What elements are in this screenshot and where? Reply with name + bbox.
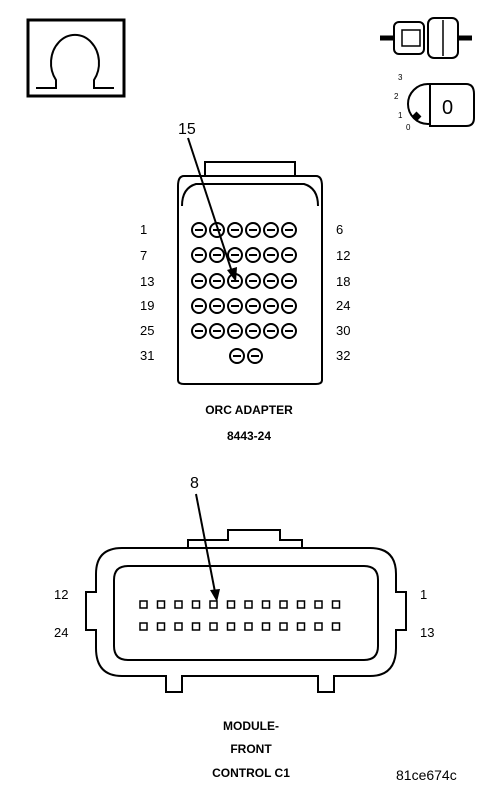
disconnect-connector-icon <box>380 17 472 59</box>
orc-row-label-right: 12 <box>336 248 350 263</box>
module-pin <box>331 600 341 609</box>
orc-row-label-right: 6 <box>336 222 343 237</box>
module-pin <box>261 600 271 609</box>
module-pin <box>156 600 166 609</box>
module-pin <box>139 622 148 631</box>
orc-pin <box>227 247 243 263</box>
orc-pin <box>245 323 261 339</box>
orc-adapter-connector <box>177 161 323 385</box>
module-pin <box>296 622 306 631</box>
orc-pin <box>281 247 297 263</box>
svg-text:3: 3 <box>398 73 403 82</box>
module-pin <box>191 622 201 631</box>
orc-adapter-name: ORC ADAPTER <box>205 403 293 417</box>
module-pin <box>261 622 271 631</box>
module-pin-grid <box>139 600 341 631</box>
orc-pin <box>245 222 261 238</box>
orc-pin <box>247 348 263 364</box>
orc-pin <box>245 273 261 289</box>
orc-pin-grid <box>191 222 297 364</box>
module-callout-arrowhead <box>210 589 220 602</box>
orc-callout-arrowhead <box>227 267 237 282</box>
orc-pin <box>263 273 279 289</box>
orc-pin <box>281 298 297 314</box>
module-pin <box>209 622 218 631</box>
module-row-label-right: 13 <box>420 625 434 640</box>
orc-pin <box>191 247 207 263</box>
orc-callout-line <box>187 137 233 273</box>
orc-row-label-right: 24 <box>336 298 350 313</box>
ohmmeter-icon <box>26 18 126 98</box>
module-pin <box>156 622 166 631</box>
module-pin <box>174 622 183 631</box>
orc-row-label-left: 7 <box>140 248 147 263</box>
module-row-label-left: 12 <box>54 587 68 602</box>
svg-text:0: 0 <box>406 123 411 132</box>
orc-row-label-left: 13 <box>140 274 154 289</box>
module-pin <box>226 622 236 631</box>
orc-pin <box>281 323 297 339</box>
orc-pin <box>263 222 279 238</box>
orc-pin <box>191 222 207 238</box>
module-row-label-left: 24 <box>54 625 68 640</box>
orc-pin <box>209 247 225 263</box>
module-pin <box>209 600 218 609</box>
orc-pin <box>209 298 225 314</box>
orc-row-label-right: 18 <box>336 274 350 289</box>
module-name-line3: CONTROL C1 <box>212 766 290 780</box>
module-name-line1: MODULE- <box>223 719 279 733</box>
orc-callout-pin: 15 <box>178 121 196 138</box>
orc-pin <box>209 222 225 238</box>
orc-pin <box>263 298 279 314</box>
orc-pin <box>263 323 279 339</box>
svg-text:0: 0 <box>442 97 453 119</box>
orc-pin <box>209 323 225 339</box>
module-pin <box>279 622 288 631</box>
module-callout-line <box>195 493 216 593</box>
orc-pin <box>245 298 261 314</box>
ignition-key-icon: 3 2 1 0 0 <box>394 73 475 132</box>
module-name-line2: FRONT <box>230 742 272 756</box>
orc-row-label-left: 19 <box>140 298 154 313</box>
orc-pin <box>263 247 279 263</box>
module-pin <box>139 600 148 609</box>
module-pin <box>279 600 288 609</box>
orc-pin <box>209 273 225 289</box>
orc-row-label-left: 25 <box>140 323 154 338</box>
module-callout-pin: 8 <box>190 475 199 492</box>
module-pin <box>314 622 323 631</box>
orc-pin <box>281 273 297 289</box>
figure-id: 81ce674c <box>396 767 457 783</box>
orc-adapter-part-number: 8443-24 <box>227 429 271 443</box>
module-connector <box>85 529 407 693</box>
orc-row-label-right: 32 <box>336 348 350 363</box>
orc-pin <box>191 298 207 314</box>
module-pin <box>226 600 236 609</box>
svg-text:1: 1 <box>398 111 403 120</box>
orc-pin <box>229 348 245 364</box>
orc-pin <box>227 222 243 238</box>
module-pin <box>314 600 323 609</box>
module-pin <box>331 622 341 631</box>
orc-row-label-left: 31 <box>140 348 154 363</box>
orc-pin <box>191 273 207 289</box>
orc-pin <box>191 323 207 339</box>
orc-pin <box>227 298 243 314</box>
orc-row-label-right: 30 <box>336 323 350 338</box>
module-row-label-right: 1 <box>420 587 427 602</box>
module-pin <box>296 600 306 609</box>
orc-pin <box>281 222 297 238</box>
module-pin <box>244 600 253 609</box>
orc-pin <box>227 323 243 339</box>
module-pin <box>244 622 253 631</box>
module-pin <box>191 600 201 609</box>
svg-text:2: 2 <box>394 92 399 101</box>
module-pin <box>174 600 183 609</box>
orc-pin <box>245 247 261 263</box>
orc-row-label-left: 1 <box>140 222 147 237</box>
